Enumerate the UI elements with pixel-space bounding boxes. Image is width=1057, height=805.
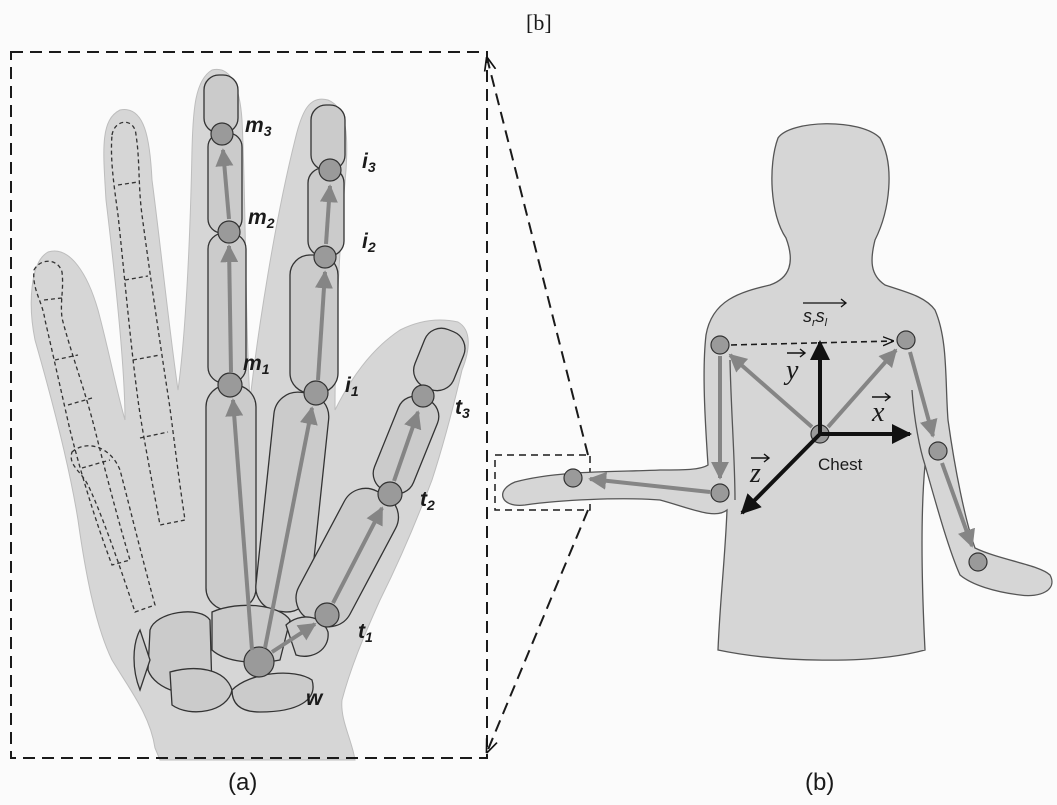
label-chest: Chest <box>818 455 863 474</box>
label-t3: t3 <box>455 396 470 421</box>
svg-text:x: x <box>871 397 885 428</box>
svg-text:y: y <box>783 355 799 386</box>
figure-tag: [b] <box>526 10 552 35</box>
body-silhouette <box>503 124 1052 660</box>
caption-a: (a) <box>228 769 257 796</box>
body-panel <box>503 124 1052 660</box>
label-i2: i2 <box>362 230 376 255</box>
hand-panel <box>31 69 470 760</box>
label-m3: m3 <box>245 114 272 139</box>
caption-b: (b) <box>805 769 834 796</box>
svg-text:z: z <box>749 458 761 489</box>
label-m2: m2 <box>248 206 275 231</box>
label-w: w <box>306 687 324 710</box>
label-i3: i3 <box>362 150 376 175</box>
svg-text:srsl: srsl <box>803 306 828 329</box>
